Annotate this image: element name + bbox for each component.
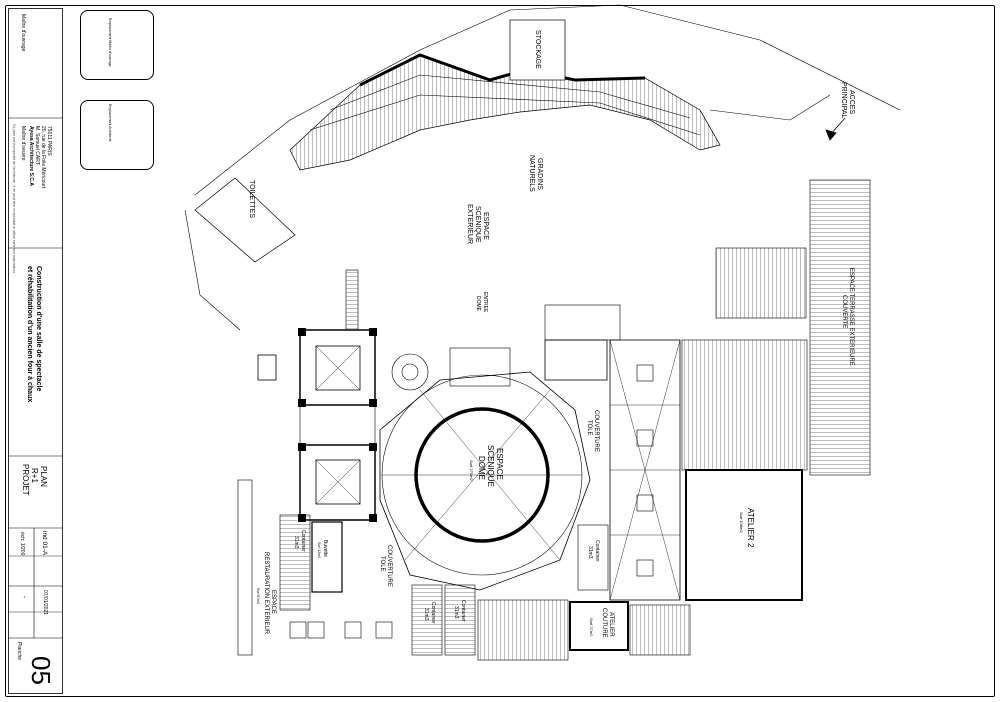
entrance-round	[391, 353, 429, 391]
stamp-box-owner	[80, 10, 154, 80]
title-block-frame	[8, 8, 63, 694]
label-resto-surf: Surf 87m2	[256, 588, 260, 604]
label-tole-1: COUVERTURE	[593, 410, 599, 452]
label-buvette-surf: Surf 12m2	[317, 542, 321, 558]
label-dome-2: SCENIQUE	[486, 445, 495, 487]
workshop-2	[685, 469, 803, 601]
label-entree-1: ENTREE	[482, 292, 488, 313]
label-resto-1: ESPACE	[270, 590, 276, 614]
stair-block	[544, 339, 608, 381]
natural-seating	[289, 53, 721, 171]
label-container-a-1: Container	[594, 540, 600, 562]
container-east	[577, 524, 609, 591]
label-couture-1: ATELIER	[608, 612, 614, 637]
main-access-arrow	[825, 117, 846, 141]
label-tole-b-1: COUVERTURE	[386, 545, 392, 587]
label-acces-2: PRINCIPAL	[840, 82, 847, 119]
label-ext-1: ESPACE	[482, 212, 489, 240]
label-resto-2: RESTAURATION EXTERIEUR	[263, 552, 269, 635]
label-atelier2: ATELIER 2	[746, 508, 755, 548]
label-container-b-1: Container	[460, 600, 466, 622]
label-container-b-2: 31m3	[453, 606, 459, 619]
label-container-d-1: Container	[300, 530, 306, 552]
south-deck	[477, 599, 569, 661]
label-dome-1: ESPACE	[495, 448, 504, 480]
label-dome-surf: Surf 270m2	[469, 460, 474, 481]
label-terrasse-1: ESPACE TERRASSE EXTERIEURE	[848, 268, 854, 366]
title-block: Maître d'ouvrage Maître d'oeuvre Ayesa A…	[8, 8, 154, 694]
label-ext-2: SCENIQUE	[474, 206, 481, 243]
toilets-block	[194, 177, 296, 263]
roof-north	[715, 247, 807, 319]
entrance-desk	[449, 347, 511, 387]
north-annex	[544, 304, 621, 341]
lime-kiln	[257, 269, 376, 521]
label-couture-surf: Surf 27m2	[589, 618, 594, 637]
label-gradins-1: GRADINS	[536, 158, 543, 190]
storage-room	[509, 19, 566, 81]
label-container-d-2: 31m3	[293, 536, 299, 549]
label-container-c-2: 31m3	[423, 608, 429, 621]
label-stockage: STOCKAGE	[534, 30, 541, 69]
container-south-2	[444, 584, 476, 656]
dome	[379, 371, 591, 591]
label-couture-2: COUTURE	[601, 608, 607, 638]
sewing-workshop	[569, 601, 629, 651]
label-terrasse-2: COUVERTE	[841, 295, 847, 328]
container-west	[279, 514, 311, 611]
label-entree-2: DOME	[475, 296, 481, 312]
label-ext-3: EXTERIEUR	[466, 204, 473, 244]
central-hall	[609, 339, 681, 601]
kiln-corners	[298, 328, 377, 522]
label-dome-3: DOME	[477, 456, 486, 480]
label-container-a-2: 31m3	[587, 546, 593, 559]
covered-terrace	[809, 179, 871, 476]
west-wall	[237, 479, 253, 656]
container-south-1	[411, 584, 443, 656]
buvette-box	[311, 521, 343, 593]
label-tole-b-2: TOLE	[379, 556, 385, 572]
label-acces-1: ACCES	[848, 90, 855, 114]
label-toilettes: TOILETTES	[248, 180, 255, 218]
label-atelier2-surf: Surf 108m2	[739, 512, 744, 533]
site-boundary	[184, 4, 901, 331]
terrace-tables	[289, 363, 419, 639]
stamp-box-architect	[80, 100, 154, 170]
label-tole-2: TOLE	[586, 420, 592, 436]
east-deck	[629, 604, 691, 656]
hatched-roof	[681, 339, 808, 471]
plan-labels: STOCKAGE ACCES PRINCIPAL GRADINS NATUREL…	[248, 30, 855, 638]
label-gradins-2: NATURELS	[528, 155, 535, 192]
label-buvette: Buvette	[322, 540, 328, 557]
label-container-c-1: Container	[430, 602, 436, 624]
